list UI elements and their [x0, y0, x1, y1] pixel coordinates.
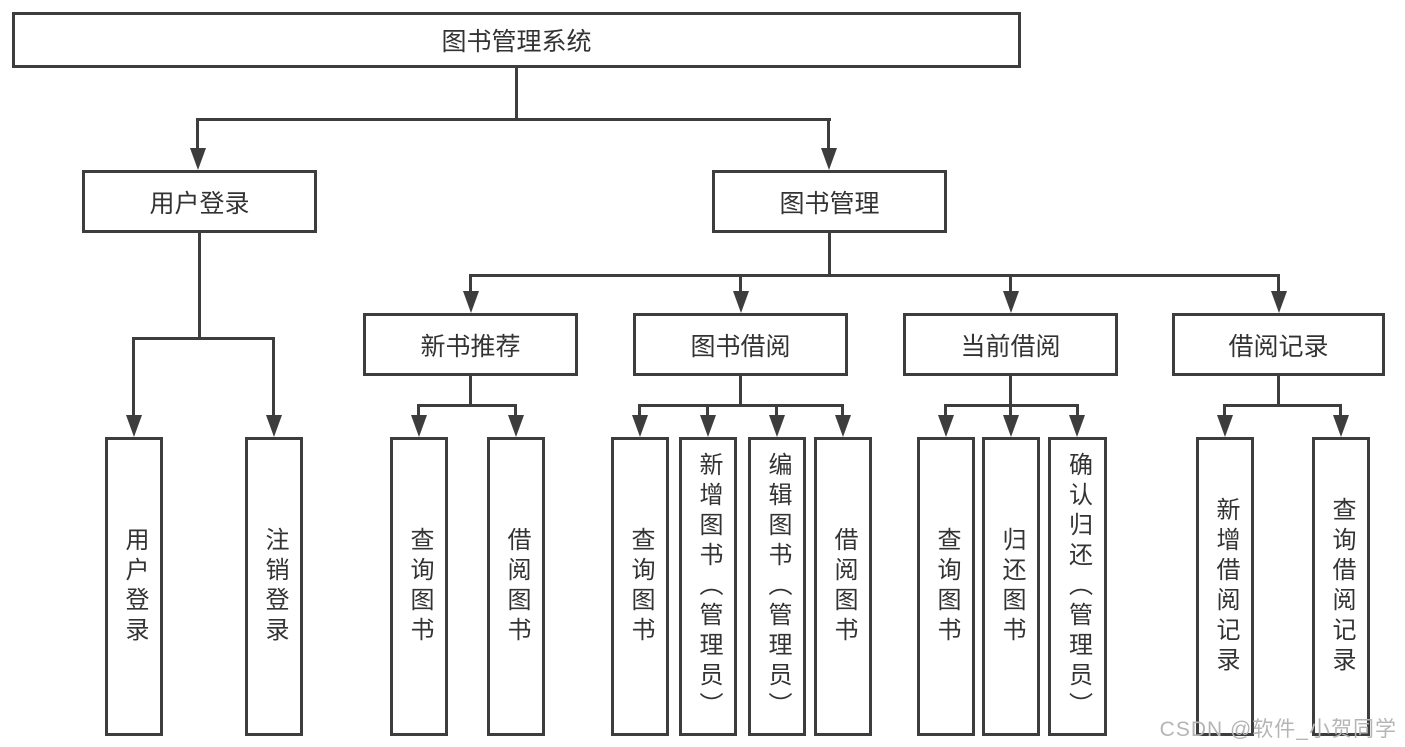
- connector-leaf: [1223, 404, 1226, 418]
- arrowhead-down: [126, 415, 142, 437]
- leaf-search-borrow-record: 查询借阅记录: [1312, 437, 1370, 736]
- connector-leaf: [841, 404, 844, 418]
- leaf-confirm-return-admin-label: 确认归还（管理员）: [1064, 451, 1092, 722]
- leaf-search-books-3: 查询图书: [917, 437, 975, 736]
- connector-current-borrow-stub: [1009, 376, 1012, 407]
- arrowhead-down: [1271, 291, 1287, 313]
- arrowhead-down: [632, 415, 648, 437]
- connector-user-login-splitter: [132, 337, 275, 340]
- leaf-search-books-2-label: 查询图书: [627, 526, 654, 647]
- connector-leaf: [1076, 404, 1079, 418]
- node-user-login-label: 用户登录: [149, 189, 250, 218]
- node-root-label: 图书管理系统: [441, 28, 592, 56]
- leaf-search-books-1-label: 查询图书: [406, 526, 433, 647]
- leaf-add-borrow-record-label: 新增借阅记录: [1212, 496, 1239, 677]
- connector-leaf: [514, 404, 517, 418]
- connector-book-borrow-stub: [739, 376, 742, 407]
- connector-book-mgmt-stub: [828, 233, 831, 277]
- node-borrow-records-label: 借阅记录: [1228, 332, 1329, 361]
- connector-leaf: [638, 404, 641, 418]
- leaf-search-books-3-label: 查询图书: [933, 526, 960, 647]
- arrowhead-down: [508, 415, 524, 437]
- arrowhead-down: [266, 415, 282, 437]
- arrowhead-down: [769, 415, 785, 437]
- node-user-login: 用户登录: [82, 170, 317, 233]
- connector-new-books-splitter: [417, 404, 517, 407]
- leaf-user-login-label: 用户登录: [121, 526, 148, 647]
- leaf-add-borrow-record: 新增借阅记录: [1196, 437, 1254, 736]
- node-root: 图书管理系统: [12, 12, 1021, 68]
- leaf-borrow-books-2: 借阅图书: [814, 437, 872, 736]
- connector-to-leaf-login: [132, 337, 135, 419]
- connector-root-splitter: [198, 118, 831, 121]
- connector-to-leaf-logout: [272, 337, 275, 419]
- node-current-borrow: 当前借阅: [903, 313, 1118, 376]
- connector-new-books-stub: [469, 376, 472, 407]
- connector-borrow-records-stub: [1277, 376, 1280, 407]
- connector-to-user-login: [196, 118, 199, 152]
- arrowhead-down: [1003, 415, 1019, 437]
- connector-borrow-records-splitter: [1223, 404, 1342, 407]
- arrowhead-down: [700, 415, 716, 437]
- connector-user-login-stub: [198, 233, 201, 340]
- connector-leaf: [706, 404, 709, 418]
- arrowhead-down: [190, 148, 206, 170]
- leaf-return-books-label: 归还图书: [998, 526, 1025, 647]
- connector-to-book-mgmt: [827, 118, 830, 152]
- leaf-borrow-books-1-label: 借阅图书: [503, 526, 530, 647]
- node-new-books-label: 新书推荐: [420, 332, 521, 361]
- leaf-edit-books-admin: 编辑图书（管理员）: [748, 437, 806, 736]
- leaf-search-books-2: 查询图书: [611, 437, 669, 736]
- connector-leaf: [944, 404, 947, 418]
- leaf-add-books-admin: 新增图书（管理员）: [679, 437, 737, 736]
- connector-book-borrow-splitter: [638, 404, 844, 407]
- connector-to-current-borrow: [1009, 274, 1012, 295]
- leaf-add-books-admin-label: 新增图书（管理员）: [695, 451, 722, 722]
- connector-leaf: [1009, 404, 1012, 418]
- arrowhead-down: [1003, 291, 1019, 313]
- node-current-borrow-label: 当前借阅: [960, 332, 1061, 361]
- node-book-mgmt: 图书管理: [712, 170, 947, 233]
- arrowhead-down: [411, 415, 427, 437]
- leaf-borrow-books-2-label: 借阅图书: [830, 526, 857, 647]
- node-book-borrow: 图书借阅: [633, 313, 848, 376]
- leaf-logout-label: 注销登录: [261, 526, 288, 647]
- leaf-return-books: 归还图书: [982, 437, 1040, 736]
- arrowhead-down: [1217, 415, 1233, 437]
- leaf-confirm-return-admin: 确认归还（管理员）: [1048, 437, 1107, 736]
- leaf-user-login: 用户登录: [105, 437, 163, 736]
- arrowhead-down: [1069, 415, 1085, 437]
- arrowhead-down: [463, 291, 479, 313]
- node-borrow-records: 借阅记录: [1172, 313, 1385, 376]
- leaf-logout: 注销登录: [245, 437, 303, 736]
- arrowhead-down: [733, 291, 749, 313]
- connector-book-mgmt-splitter: [469, 274, 1280, 277]
- connector-to-borrow-records: [1277, 274, 1280, 295]
- connector-leaf: [417, 404, 420, 418]
- node-book-mgmt-label: 图书管理: [779, 189, 880, 218]
- leaf-edit-books-admin-label: 编辑图书（管理员）: [764, 451, 791, 722]
- connector-to-new-books: [469, 274, 472, 295]
- arrowhead-down: [1333, 415, 1349, 437]
- arrowhead-down: [938, 415, 954, 437]
- watermark: CSDN @软件_小贺同学: [1159, 718, 1397, 741]
- node-book-borrow-label: 图书借阅: [690, 332, 791, 361]
- node-new-books: 新书推荐: [363, 313, 578, 376]
- arrowhead-down: [835, 415, 851, 437]
- connector-leaf: [775, 404, 778, 418]
- leaf-borrow-books-1: 借阅图书: [487, 437, 545, 736]
- leaf-search-borrow-record-label: 查询借阅记录: [1328, 496, 1355, 677]
- connector-root-stub: [515, 68, 518, 121]
- connector-leaf: [1339, 404, 1342, 418]
- arrowhead-down: [821, 148, 837, 170]
- connector-to-book-borrow: [739, 274, 742, 295]
- leaf-search-books-1: 查询图书: [390, 437, 448, 736]
